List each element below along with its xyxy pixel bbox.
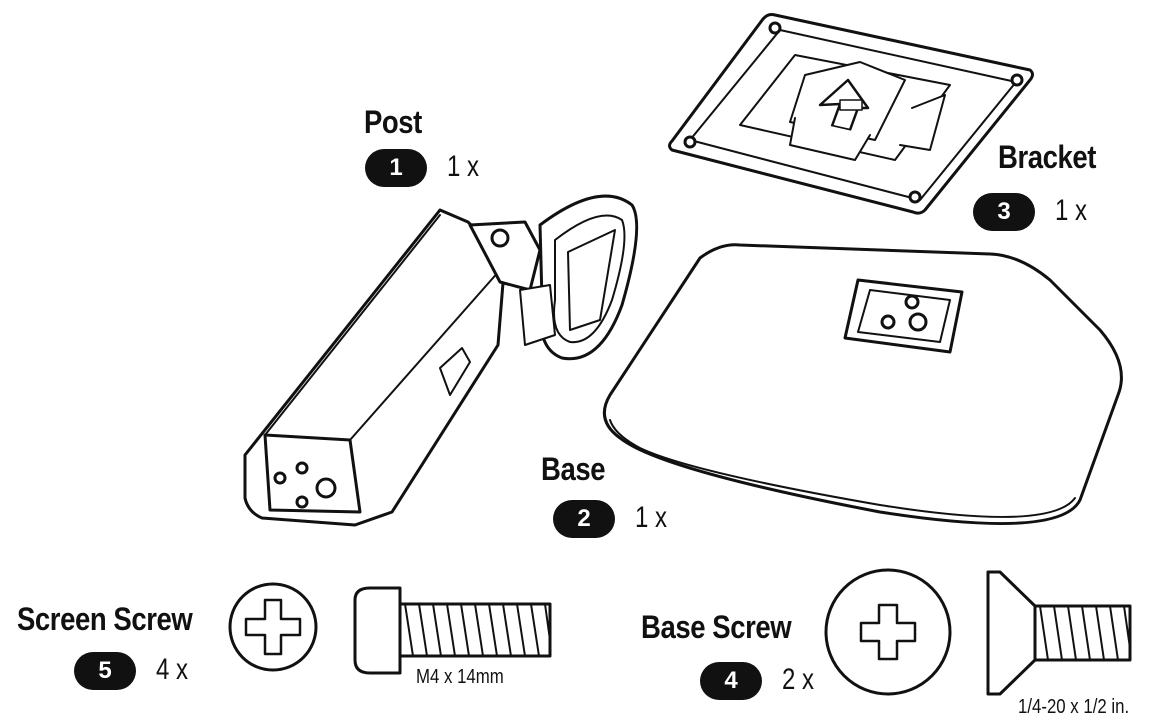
base-screw-spec: 1/4-20 x 1/2 in. bbox=[1018, 696, 1130, 718]
screen-screw-side-drawing bbox=[353, 586, 552, 675]
base-screw-label: Base Screw bbox=[641, 609, 792, 645]
base-screw-quantity: 2 x bbox=[782, 663, 815, 696]
post-label: Post bbox=[364, 104, 422, 140]
bracket-number-badge: 3 bbox=[973, 193, 1035, 231]
base-number-badge: 2 bbox=[553, 500, 615, 538]
bracket-quantity: 1 x bbox=[1055, 194, 1088, 227]
screen-screw-spec: M4 x 14mm bbox=[416, 666, 504, 688]
base-screw-head-drawing bbox=[824, 568, 952, 696]
base-screw-number-badge: 4 bbox=[700, 662, 762, 700]
base-quantity: 1 x bbox=[635, 501, 668, 534]
post-number-badge: 1 bbox=[365, 149, 427, 187]
post-quantity: 1 x bbox=[447, 150, 480, 183]
screen-screw-head-drawing bbox=[228, 582, 318, 672]
screen-screw-number-badge: 5 bbox=[74, 652, 136, 690]
bracket-drawing bbox=[668, 13, 1034, 215]
post-drawing bbox=[243, 194, 639, 527]
screen-screw-quantity: 4 x bbox=[156, 653, 189, 686]
screen-screw-label: Screen Screw bbox=[17, 601, 193, 637]
base-label: Base bbox=[541, 451, 606, 487]
bracket-label: Bracket bbox=[998, 139, 1096, 175]
base-drawing bbox=[602, 243, 1123, 526]
base-screw-side-drawing bbox=[986, 570, 1132, 696]
